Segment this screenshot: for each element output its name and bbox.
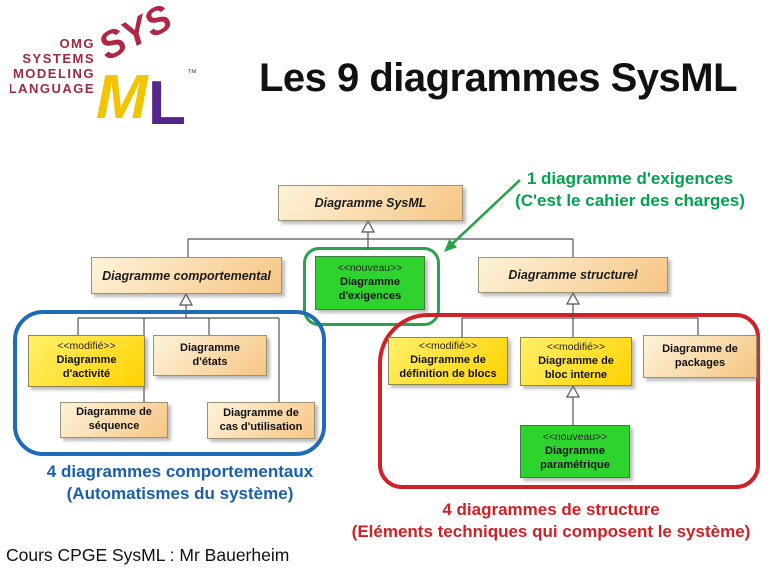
structure-note-line2: (Eléments techniques qui composent le sy… [351, 522, 751, 542]
comportementaux-note: 4 diagrammes comportementaux (Automatism… [30, 461, 330, 505]
node-stereotype: <<modifié>> [57, 340, 116, 353]
logo-text-modeling: MODELING [13, 66, 95, 81]
exigences-note: 1 diagramme d'exigences (C'est le cahier… [492, 168, 768, 212]
node-label: Diagramme d'exigences [338, 276, 402, 302]
logo-cube-sys: SYS [92, 6, 179, 69]
node-diagramme-packages: Diagramme de packages [643, 335, 757, 378]
generalization-triangle-root [360, 219, 376, 233]
node-diagramme-parametrique: <<nouveau>> Diagramme paramétrique [520, 425, 630, 478]
comportementaux-note-line1: 4 diagrammes comportementaux [46, 462, 314, 481]
node-label: Diagramme d'états [180, 341, 240, 368]
logo-text-omg: OMG [59, 36, 95, 51]
node-label: Diagramme de séquence [76, 406, 152, 432]
node-label: Diagramme de cas d'utilisation [219, 406, 303, 433]
node-diagramme-sequence: Diagramme de séquence [60, 402, 168, 438]
node-label: Diagramme de définition de blocs [399, 354, 497, 380]
logo-cube-l: L [148, 69, 186, 131]
node-diagramme-exigences: <<nouveau>> Diagramme d'exigences [315, 256, 425, 310]
generalization-triangle-comportemental [178, 292, 194, 306]
comportementaux-note-line2: (Automatismes du système) [66, 484, 294, 504]
exigences-note-line1: 1 diagramme d'exigences [526, 169, 734, 188]
node-label: Diagramme structurel [508, 268, 638, 282]
node-stereotype: <<nouveau>> [337, 262, 403, 275]
node-stereotype: <<modifié>> [546, 340, 606, 353]
node-label: Diagramme comportemental [102, 268, 271, 283]
logo-text-systems: SYSTEMS [22, 51, 95, 66]
sysml-logo: OMG SYSTEMS MODELING LANGUAGE M L SYS ™ [10, 6, 197, 131]
structure-note: 4 diagrammes de structure (Eléments tech… [336, 499, 766, 543]
node-stereotype: <<modifié>> [418, 340, 478, 353]
node-diagramme-definition-blocs: <<modifié>> Diagramme de définition de b… [388, 337, 508, 385]
node-label: Diagramme d'activité [56, 354, 117, 380]
node-diagramme-bloc-interne: <<modifié>> Diagramme de bloc interne [520, 337, 632, 386]
logo-trademark: ™ [187, 68, 197, 79]
node-diagramme-etats: Diagramme d'états [153, 335, 267, 376]
node-label: Diagramme de bloc interne [538, 354, 614, 381]
node-stereotype: <<nouveau>> [542, 430, 608, 443]
page-title: Les 9 diagrammes SysML [258, 56, 738, 100]
logo-cube-m: M [96, 63, 149, 131]
structure-note-line1: 4 diagrammes de structure [442, 500, 660, 519]
generalization-triangle-structurel [565, 291, 581, 305]
node-label: Diagramme SysML [314, 196, 427, 210]
node-diagramme-comportemental: Diagramme comportemental [91, 257, 282, 294]
node-diagramme-sysml: Diagramme SysML [278, 185, 463, 221]
node-diagramme-structurel: Diagramme structurel [478, 257, 668, 293]
logo-text-language: LANGUAGE [10, 81, 95, 96]
node-label: Diagramme de packages [662, 342, 738, 369]
node-diagramme-activite: <<modifié>> Diagramme d'activité [28, 335, 145, 387]
exigences-note-line2: (C'est le cahier des charges) [515, 191, 745, 211]
node-diagramme-cas-utilisation: Diagramme de cas d'utilisation [207, 402, 315, 439]
course-credit: Cours CPGE SysML : Mr Bauerheim [6, 545, 290, 565]
node-label: Diagramme paramétrique [540, 444, 610, 471]
